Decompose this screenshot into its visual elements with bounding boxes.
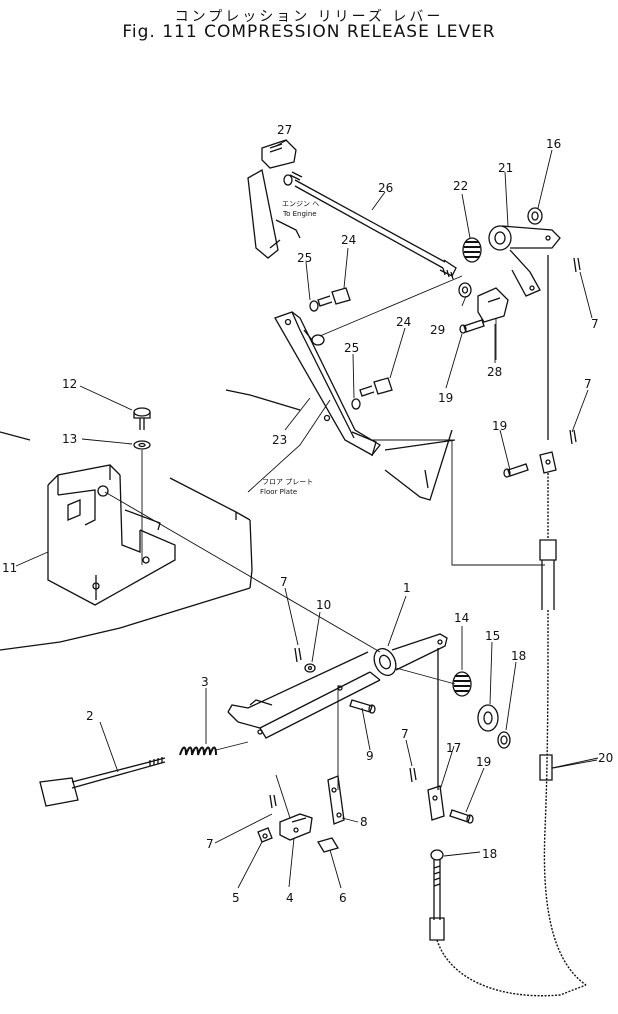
part-label-19: 19 bbox=[476, 755, 491, 769]
part-label-26: 26 bbox=[378, 181, 393, 195]
part-label-11: 11 bbox=[2, 561, 17, 575]
leader-lines bbox=[15, 139, 598, 889]
part-label-2: 2 bbox=[86, 709, 94, 723]
spring-14 bbox=[395, 667, 511, 749]
to-engine-note-jp: エンジン へ bbox=[282, 200, 319, 208]
part-label-20: 20 bbox=[598, 751, 613, 765]
part-label-3: 3 bbox=[201, 675, 209, 689]
part-label-1: 1 bbox=[403, 581, 411, 595]
bolts-24-25 bbox=[247, 287, 393, 493]
part-label-12: 12 bbox=[62, 377, 77, 391]
part-label-7: 7 bbox=[206, 837, 214, 851]
lever-21 bbox=[488, 207, 561, 297]
part-label-27: 27 bbox=[277, 123, 292, 137]
spring-22 bbox=[458, 237, 482, 298]
rod-2 bbox=[39, 757, 166, 807]
part-number-labels: 1 2 3 4 5 6 7 7 7 7 7 8 9 10 11 12 13 14… bbox=[2, 123, 613, 905]
part-label-7: 7 bbox=[280, 575, 288, 589]
part-label-10: 10 bbox=[316, 598, 331, 612]
cotter-pins-7 bbox=[269, 257, 581, 809]
cable-end-17 bbox=[427, 648, 474, 824]
figure-title: Fig. 111 COMPRESSION RELEASE LEVER bbox=[122, 22, 496, 42]
part-label-21: 21 bbox=[498, 161, 513, 175]
lever-1 bbox=[227, 633, 448, 790]
part-label-24: 24 bbox=[341, 233, 356, 247]
rod-26 bbox=[283, 171, 463, 337]
part-label-17: 17 bbox=[446, 741, 461, 755]
bolt-9 bbox=[304, 663, 376, 714]
part-label-25: 25 bbox=[344, 341, 359, 355]
control-cable-20 bbox=[539, 255, 599, 986]
figure-title-japanese: コンプレッション リリーズ レバー bbox=[174, 9, 444, 25]
spring-3 bbox=[179, 741, 249, 756]
part-label-5: 5 bbox=[232, 891, 240, 905]
part-label-9: 9 bbox=[366, 749, 374, 763]
guide-line-2 bbox=[370, 439, 545, 566]
part-label-14: 14 bbox=[454, 611, 469, 625]
to-engine-note: To Engine bbox=[282, 210, 317, 218]
part-label-18: 18 bbox=[511, 649, 526, 663]
part-label-13: 13 bbox=[62, 432, 77, 446]
bracket-23 bbox=[274, 311, 381, 457]
part-label-7: 7 bbox=[401, 727, 409, 741]
bolt-12 bbox=[133, 407, 151, 565]
part-label-19: 19 bbox=[492, 419, 507, 433]
part-label-7: 7 bbox=[591, 317, 599, 331]
link-8 bbox=[327, 775, 345, 825]
guide-line bbox=[104, 491, 381, 653]
clevis-4 bbox=[257, 774, 339, 853]
part-label-25: 25 bbox=[297, 251, 312, 265]
part-label-19: 19 bbox=[438, 391, 453, 405]
clevis-28 bbox=[459, 287, 529, 478]
bracket-11 bbox=[47, 464, 176, 606]
part-label-24: 24 bbox=[396, 315, 411, 329]
part-label-28: 28 bbox=[487, 365, 502, 379]
floor-plate-outline bbox=[0, 431, 253, 651]
rod-end-lower bbox=[429, 849, 587, 997]
part-label-7: 7 bbox=[584, 377, 592, 391]
floor-plate-note: Floor Plate bbox=[260, 488, 297, 496]
part-label-22: 22 bbox=[453, 179, 468, 193]
part-label-16: 16 bbox=[546, 137, 561, 151]
floor-plate-note-jp: フロア プレート bbox=[262, 478, 313, 486]
upper-plate-outline bbox=[225, 389, 456, 501]
clevis-27 bbox=[247, 139, 301, 259]
part-label-6: 6 bbox=[339, 891, 347, 905]
part-label-23: 23 bbox=[272, 433, 287, 447]
part-label-18: 18 bbox=[482, 847, 497, 861]
part-label-4: 4 bbox=[286, 891, 294, 905]
part-label-15: 15 bbox=[485, 629, 500, 643]
part-label-8: 8 bbox=[360, 815, 368, 829]
part-label-29: 29 bbox=[430, 323, 445, 337]
